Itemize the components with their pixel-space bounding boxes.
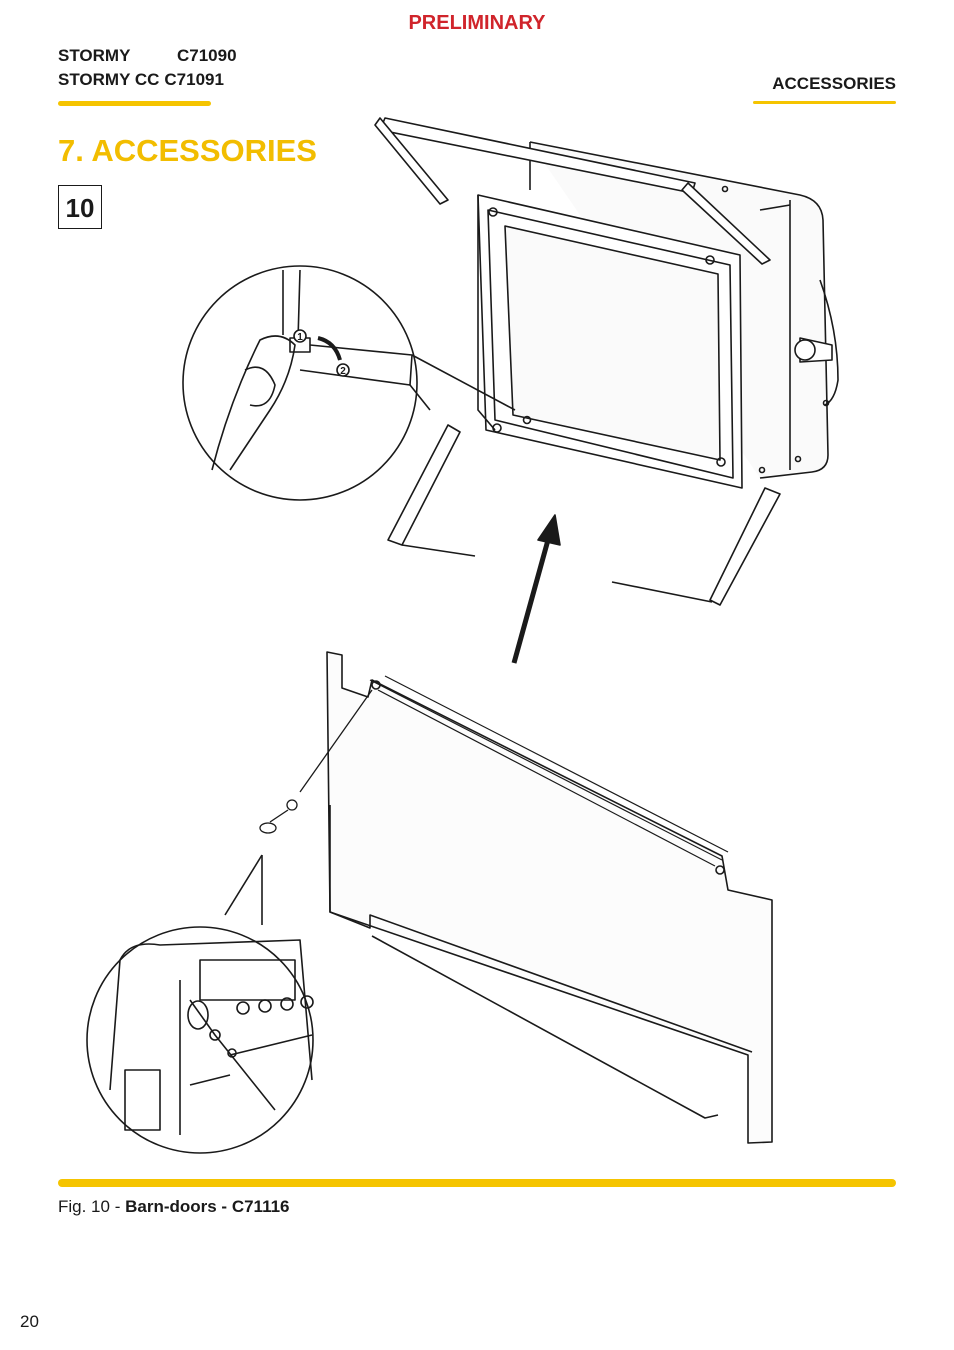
- model-code: C71090: [177, 46, 237, 65]
- front-frame: [477, 194, 743, 489]
- header-left-rule: [58, 101, 211, 106]
- model-row: STORMY CC C71091: [58, 68, 237, 92]
- bottom-barn-door: [387, 424, 781, 606]
- model-code: C71091: [164, 70, 224, 89]
- model-row: STORMY C71090: [58, 44, 237, 68]
- zoom-detail-bottom: [86, 854, 314, 1154]
- caption-prefix: Fig. 10 -: [58, 1197, 126, 1216]
- model-name: STORMY: [58, 46, 131, 65]
- page-number: 20: [20, 1312, 39, 1331]
- safety-cable: [259, 689, 373, 834]
- insert-arrow: [511, 514, 561, 664]
- header-right-rule: [753, 101, 896, 104]
- zoom-detail-top: [182, 265, 516, 501]
- figure-number-box: 10: [58, 185, 102, 229]
- barn-door-panel: [326, 651, 773, 1144]
- caption-title: Barn-doors - C71116: [125, 1197, 290, 1216]
- footer-rule: [58, 1179, 896, 1187]
- model-list: STORMY C71090 STORMY CC C71091: [58, 44, 237, 92]
- top-barn-door: [374, 117, 771, 265]
- barn-doors-illustration: 1 2: [86, 117, 839, 1154]
- step-marker: 2: [340, 366, 346, 377]
- step-marker: 1: [297, 332, 303, 343]
- figure-caption: Fig. 10 - Barn-doors - C71116: [58, 1197, 290, 1217]
- section-label: ACCESSORIES: [772, 74, 896, 93]
- preliminary-label: PRELIMINARY: [408, 12, 546, 34]
- model-name: STORMY CC: [58, 70, 160, 89]
- section-title: 7. ACCESSORIES: [58, 133, 317, 168]
